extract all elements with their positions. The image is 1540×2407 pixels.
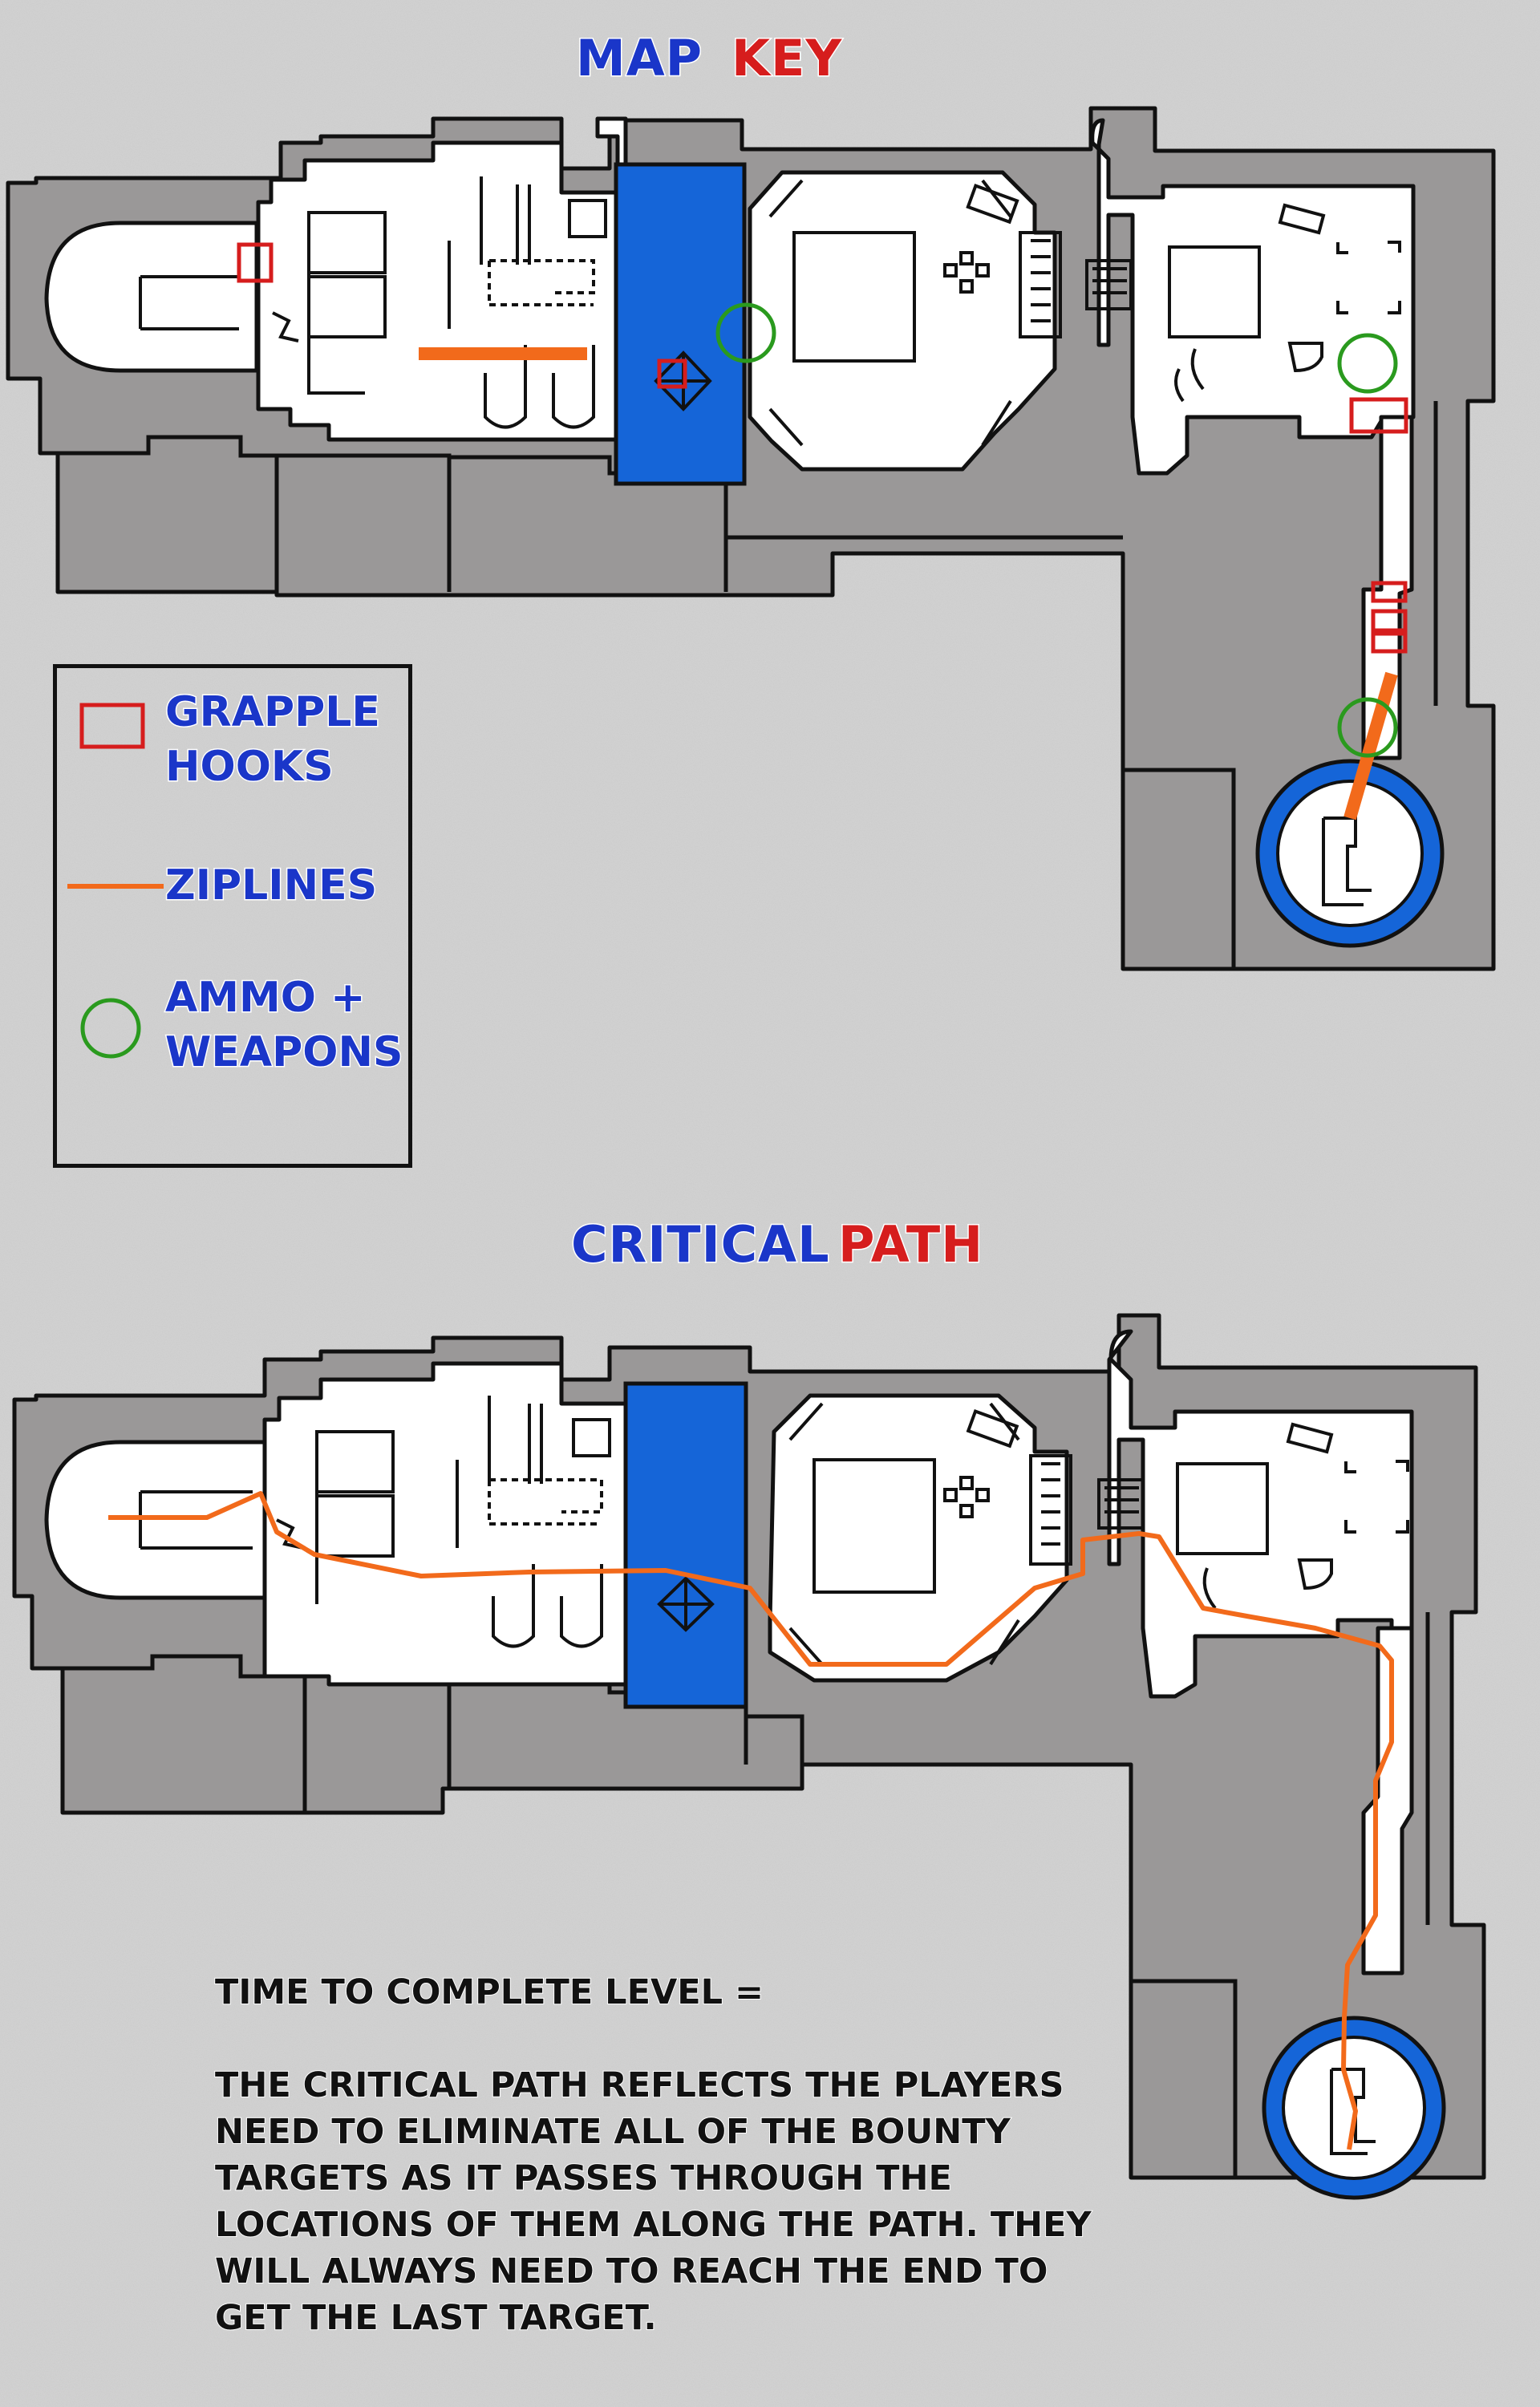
zipline-icon (67, 884, 164, 889)
critical-path-floorplan (12, 1313, 1486, 2200)
critical-path-line (108, 1491, 1394, 2150)
notes-spacer (215, 2016, 1097, 2062)
legend-label-grapple-hooks: GRAPPLE HOOKS (164, 687, 382, 792)
lower-rooms (58, 401, 1438, 969)
interior-details (139, 1396, 1409, 1666)
pool-marker (657, 1576, 715, 1632)
critical-path-title-part2: PATH (837, 1214, 984, 1275)
critical-path-title-part1: CRITICAL (570, 1214, 831, 1275)
floor-space (44, 1329, 1414, 1975)
grapple-hook-icon (79, 703, 145, 749)
water-pool (623, 1381, 748, 1709)
ammo-weapons (715, 302, 1398, 758)
map-key-title-part1: MAP (574, 28, 703, 89)
critical-path-description: THE CRITICAL PATH REFLECTS THE PLAYERS N… (214, 2065, 1092, 2339)
ammo-weapons-icon (80, 998, 141, 1059)
grapple-hooks (237, 242, 1408, 654)
map-key-floorplan (6, 106, 1496, 971)
map-key-title-part2: KEY (730, 28, 843, 89)
water-pool (614, 162, 747, 486)
ziplines (419, 347, 1398, 821)
end-arena (1255, 759, 1445, 948)
legend-label-ammo-weapons: AMMO + WEAPONS (164, 973, 403, 1078)
legend-label-ziplines: ZIPLINES (164, 861, 378, 911)
level-notes: TIME TO COMPLETE LEVEL = THE CRITICAL PA… (214, 1969, 1097, 2341)
map-legend (53, 664, 412, 1168)
time-to-complete-text: TIME TO COMPLETE LEVEL = (214, 1971, 764, 2013)
interior-details (139, 176, 1401, 447)
